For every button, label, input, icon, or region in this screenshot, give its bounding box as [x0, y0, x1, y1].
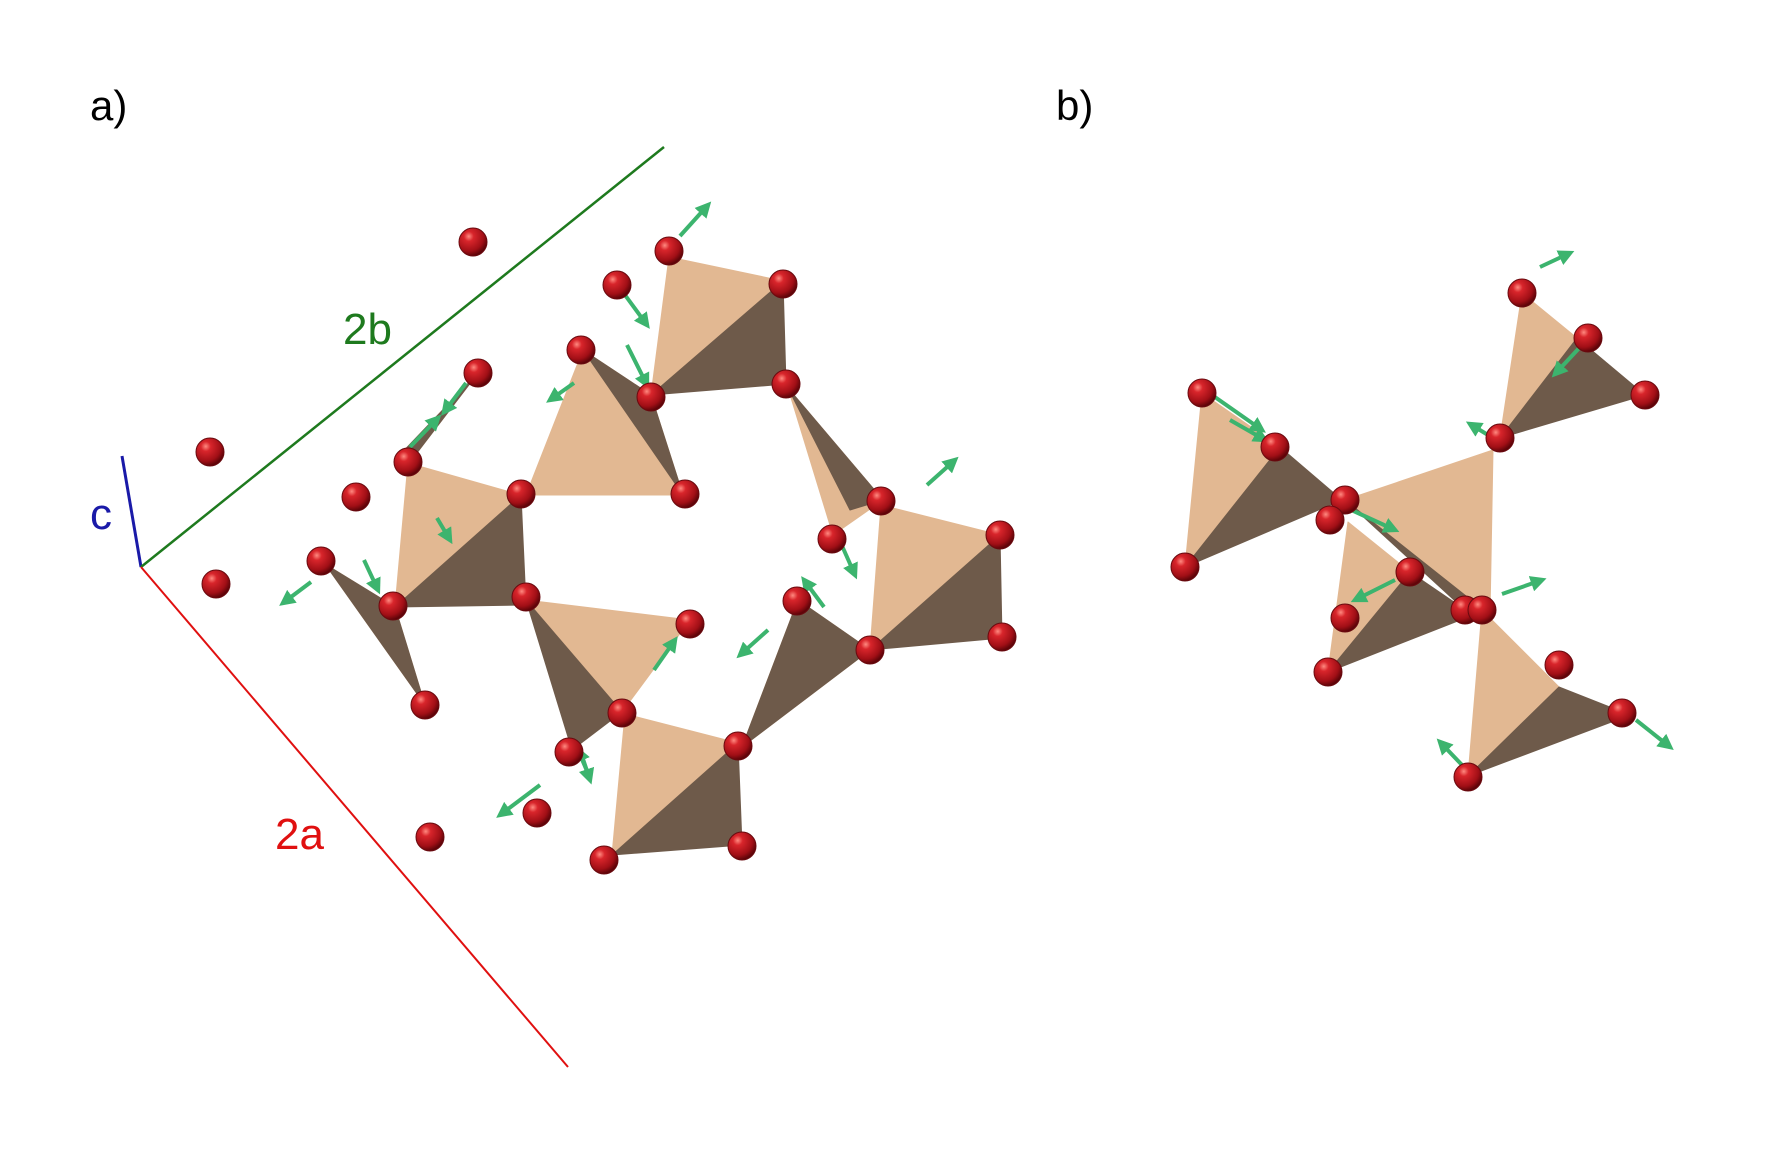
oxygen-atom — [855, 635, 885, 665]
tetrahedron-face-dark — [525, 599, 623, 751]
tetrahedron-face-dark — [611, 742, 743, 856]
oxygen-atom — [1453, 762, 1483, 792]
oxygen-atom — [566, 335, 596, 365]
displacement-arrow — [408, 414, 442, 449]
oxygen-atom — [1544, 650, 1574, 680]
oxygen-atom — [458, 227, 488, 257]
displacement-arrow — [1551, 343, 1584, 378]
displacement-arrow — [362, 559, 381, 595]
displacement-arrow — [1350, 578, 1396, 603]
displacement-arrow — [435, 516, 453, 545]
displacement-arrow — [496, 783, 542, 818]
a-axis-label: 2a — [275, 810, 324, 859]
tetrahedron-face-dark — [582, 349, 684, 496]
tetrahedron-face-dark — [1499, 337, 1646, 439]
oxygen-atom — [306, 546, 336, 576]
panel-a-label: a) — [90, 82, 128, 129]
oxygen-atom — [771, 369, 801, 399]
displacement-arrow — [801, 576, 826, 609]
oxygen-atom — [607, 698, 637, 728]
oxygen-atom — [1573, 323, 1603, 353]
displacement-arrow — [1346, 506, 1400, 533]
oxygen-atom — [463, 358, 493, 388]
oxygen-atom — [589, 845, 619, 875]
oxygen-atom — [410, 690, 440, 720]
displacement-arrow — [736, 628, 770, 659]
displacement-arrow — [546, 381, 576, 403]
tetrahedron-face-dark — [650, 280, 787, 396]
oxygen-atom — [1485, 423, 1515, 453]
oxygen-atom — [1630, 380, 1660, 410]
oxygen-atom — [1313, 657, 1343, 687]
oxygen-atom — [1607, 698, 1637, 728]
b-axis-label: 2b — [343, 305, 392, 354]
oxygen-atom — [511, 582, 541, 612]
oxygen-atom — [675, 609, 705, 639]
oxygen-atom — [670, 479, 700, 509]
oxygen-atom — [378, 591, 408, 621]
oxygen-atom — [602, 270, 632, 300]
c-axis-label: c — [90, 490, 112, 539]
oxygen-atom — [866, 486, 896, 516]
oxygen-atom — [1507, 278, 1537, 308]
oxygen-atom — [636, 382, 666, 412]
b-axis-line — [140, 146, 665, 568]
displacement-arrow — [623, 293, 650, 329]
oxygen-atom — [554, 737, 584, 767]
oxygen-atom — [341, 482, 371, 512]
tetrahedron-face-dark — [869, 534, 1003, 651]
a-axis-line — [140, 566, 569, 1068]
displacement-arrow — [1436, 738, 1464, 767]
oxygen-atom — [1330, 603, 1360, 633]
oxygen-atom — [987, 622, 1017, 652]
oxygen-atom — [723, 731, 753, 761]
oxygen-atom — [1467, 595, 1497, 625]
oxygen-atom — [817, 524, 847, 554]
c-axis-line — [120, 455, 143, 568]
oxygen-atom — [1330, 485, 1360, 515]
tetrahedron-face-dark — [324, 563, 426, 706]
displacement-arrow — [1501, 576, 1547, 596]
tetrahedron-face-dark — [394, 494, 527, 608]
displacement-arrow — [678, 201, 712, 238]
oxygen-atom — [768, 269, 798, 299]
displacement-arrow — [1210, 393, 1266, 433]
axes-a — [120, 146, 665, 1068]
displacement-arrow — [625, 344, 650, 390]
tetrahedron-face-dark — [1467, 686, 1631, 777]
oxygen-atoms — [195, 227, 1660, 875]
oxygen-atom — [1260, 432, 1290, 462]
oxygen-atom — [1315, 505, 1345, 535]
oxygen-atom — [1187, 378, 1217, 408]
oxygen-atom — [727, 831, 757, 861]
oxygen-atom — [415, 822, 445, 852]
tetrahedron-face-dark — [787, 387, 884, 511]
displacement-arrow — [652, 636, 678, 672]
tetrahedron-face-dark — [1184, 446, 1343, 568]
tetrahedron-face-dark — [741, 599, 871, 748]
oxygen-atom — [201, 569, 231, 599]
oxygen-atom — [522, 798, 552, 828]
tetrahedra-panel-a — [324, 256, 1003, 856]
displacement-arrow — [1539, 250, 1575, 269]
oxygen-atom — [1170, 552, 1200, 582]
oxygen-atom — [1395, 557, 1425, 587]
oxygen-atom — [654, 236, 684, 266]
displacement-arrow — [925, 456, 959, 487]
oxygen-atom — [985, 520, 1015, 550]
displacement-arrow — [279, 580, 313, 606]
oxygen-atom — [506, 479, 536, 509]
displacement-arrow — [1229, 418, 1270, 443]
tetrahedra-panel-b — [1184, 292, 1646, 777]
displacement-arrow — [441, 381, 468, 416]
tetrahedron-face-dark — [1327, 571, 1474, 673]
oxygen-atom — [195, 437, 225, 467]
panel-b-label: b) — [1056, 82, 1094, 129]
oxygen-atom — [782, 586, 812, 616]
displacement-arrow — [1634, 718, 1674, 750]
oxygen-atom — [393, 447, 423, 477]
